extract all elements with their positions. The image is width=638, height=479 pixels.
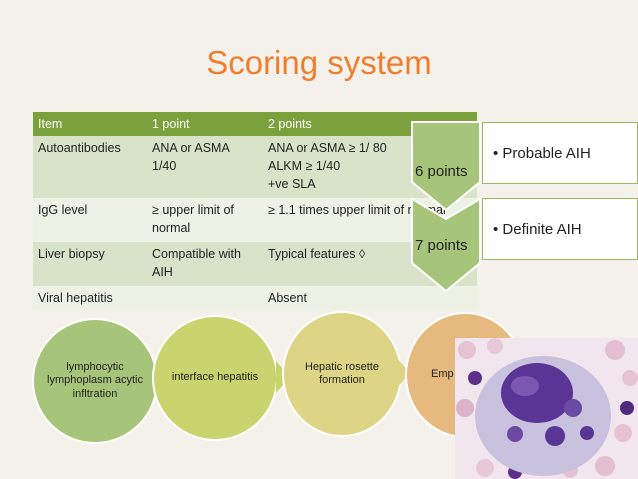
table-row: Viral hepatitis Absent — [33, 286, 477, 310]
cell-item: IgG level — [33, 198, 147, 242]
score-result-definite-label: • Definite AIH — [493, 221, 582, 238]
header-item: Item — [33, 112, 147, 136]
cell-1-point: Compatible with AIH — [147, 242, 263, 286]
micrograph-image — [455, 338, 638, 479]
cell-1-point — [147, 286, 263, 310]
process-label: lymphocytic lymphoplasm acytic infltrati… — [47, 360, 143, 400]
table-header-row: Item 1 point 2 points — [33, 112, 477, 136]
score-chevron-6 — [411, 121, 481, 212]
process-circle-rosette: Hepatic rosette formation — [282, 311, 402, 437]
cell-1-point: ANA or ASMA 1/40 — [147, 136, 263, 198]
process-label: Hepatic rosette formation — [305, 360, 379, 387]
process-arrow-3 — [396, 357, 410, 389]
score-result-probable: • Probable AIH — [482, 122, 638, 184]
cell-2-points: Absent — [263, 286, 477, 310]
score-result-definite: • Definite AIH — [482, 198, 638, 260]
cell-item: Autoantibodies — [33, 136, 147, 198]
cell-item: Liver biopsy — [33, 242, 147, 286]
score-chevron-7 — [411, 197, 481, 293]
cell-1-point: ≥ upper limit of normal — [147, 198, 263, 242]
score-result-probable-label: • Probable AIH — [493, 145, 591, 162]
process-circle-interface: interface hepatitis — [152, 315, 278, 441]
process-label: interface hepatitis — [171, 371, 259, 384]
score-points-7: 7 points — [415, 237, 468, 254]
cell-item: Viral hepatitis — [33, 286, 147, 310]
process-circle-lymphocytic: lymphocytic lymphoplasm acytic infltrati… — [32, 318, 158, 444]
score-points-6: 6 points — [415, 163, 468, 180]
slide-title: Scoring system — [206, 44, 432, 81]
process-label: Emp — [431, 368, 454, 381]
scoring-table: Item 1 point 2 points Autoantibodies ANA… — [33, 112, 477, 310]
header-1-point: 1 point — [147, 112, 263, 136]
